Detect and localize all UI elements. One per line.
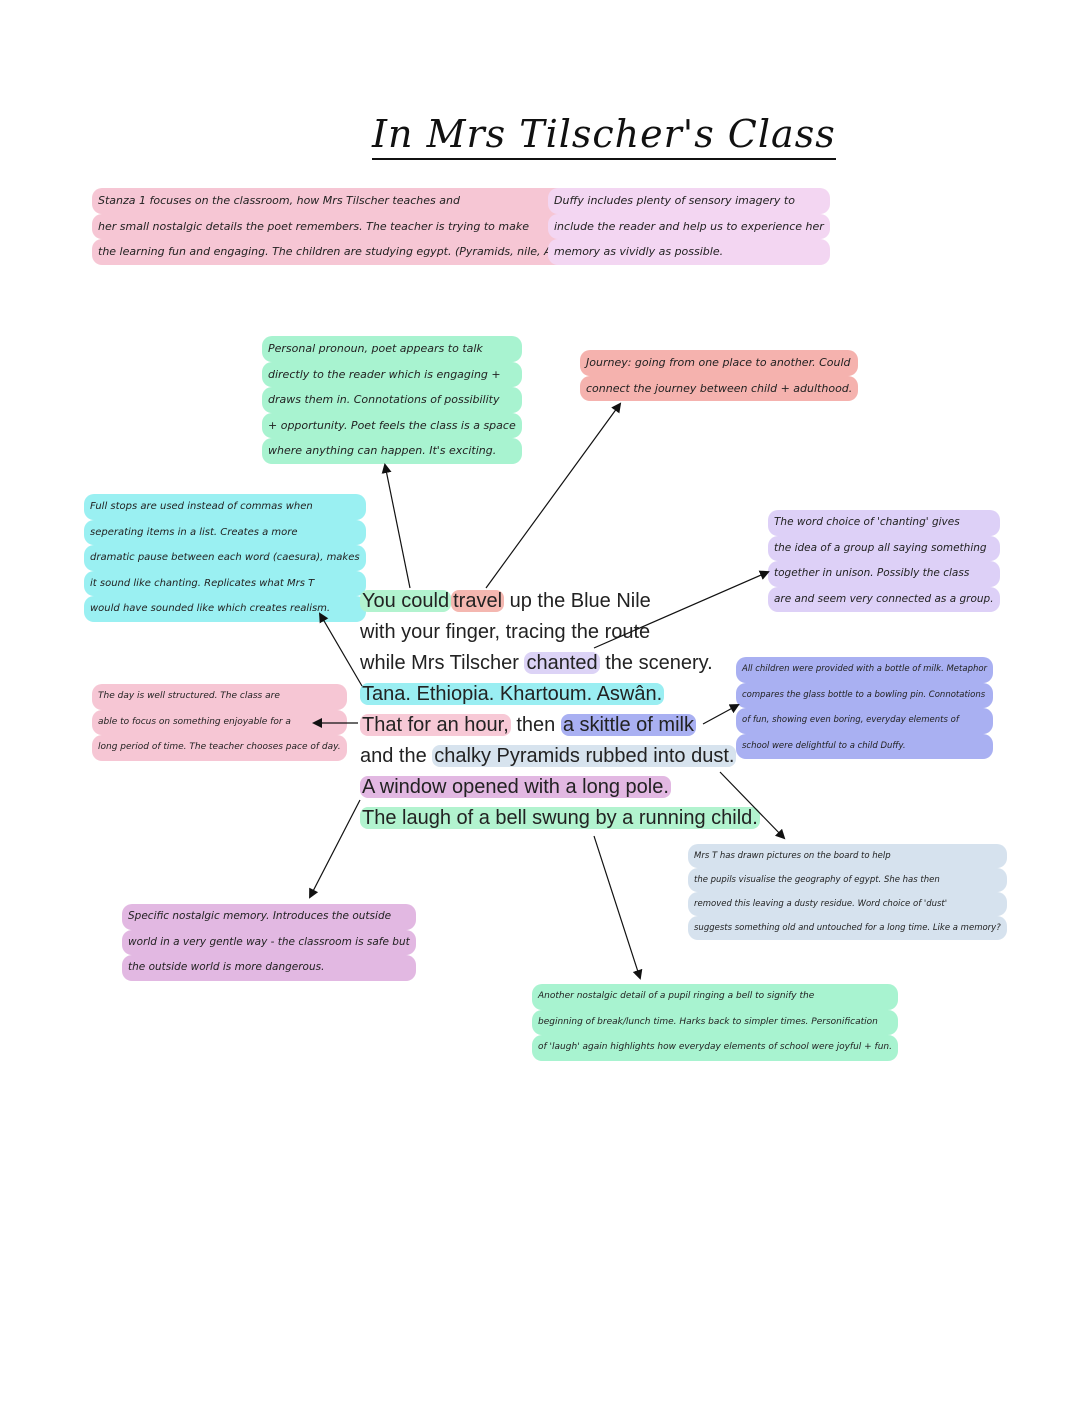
note-day-structured: The day is well structured. The class ar…: [92, 684, 347, 761]
note-line: world in a very gentle way - the classro…: [122, 929, 416, 955]
note-skittle-of-milk: All children were provided with a bottle…: [736, 657, 994, 759]
poem-line-8: The laugh of a bell swung by a running c…: [360, 803, 760, 834]
poem-line-2: with your finger, tracing the route: [360, 617, 760, 648]
note-line: draws them in. Connotations of possibili…: [262, 387, 522, 413]
note-line: All children were provided with a bottle…: [736, 657, 994, 683]
note-line: The day is well structured. The class ar…: [92, 684, 347, 710]
poem-text: the scenery.: [599, 652, 713, 674]
note-line: are and seem very connected as a group.: [768, 586, 1000, 612]
intro-note-left: Stanza 1 focuses on the classroom, how M…: [92, 188, 591, 265]
note-line: seperating items in a list. Creates a mo…: [84, 519, 366, 545]
note-bell: Another nostalgic detail of a pupil ring…: [532, 984, 898, 1061]
note-line: Another nostalgic detail of a pupil ring…: [532, 984, 898, 1010]
highlight-you-could: You could: [360, 590, 452, 612]
note-line: beginning of break/lunch time. Harks bac…: [532, 1009, 898, 1035]
note-line: Duffy includes plenty of sensory imagery…: [548, 188, 830, 214]
note-line: it sound like chanting. Replicates what …: [84, 570, 366, 596]
highlight-travel: travel: [451, 590, 505, 612]
note-line: of 'laugh' again highlights how everyday…: [532, 1035, 898, 1061]
note-nostalgic-memory: Specific nostalgic memory. Introduces th…: [122, 904, 416, 981]
note-journey: Journey: going from one place to another…: [580, 350, 859, 401]
note-board: Mrs T has drawn pictures on the board to…: [688, 844, 1007, 940]
page-title: In Mrs Tilscher's Class: [372, 112, 836, 160]
note-line: memory as vividly as possible.: [548, 239, 830, 265]
note-full-stops: Full stops are used instead of commas wh…: [84, 494, 366, 622]
highlight-skittle-of-milk: a skittle of milk: [560, 714, 696, 736]
note-line: Personal pronoun, poet appears to talk: [262, 336, 522, 362]
note-line: Stanza 1 focuses on the classroom, how M…: [92, 188, 591, 214]
note-line: compares the glass bottle to a bowling p…: [736, 682, 994, 708]
poem-text: up the Blue Nile: [504, 590, 651, 612]
arrow-to-full-stops: [318, 612, 363, 687]
highlight-bell: The laugh of a bell swung by a running c…: [360, 807, 760, 829]
note-line: able to focus on something enjoyable for…: [92, 709, 347, 735]
poem-line-5: That for an hour, then a skittle of milk: [360, 710, 760, 741]
arrow-to-chanting: [593, 570, 770, 649]
highlight-chalky-pyramids: chalky Pyramids rubbed into dust.: [432, 745, 737, 767]
note-line: include the reader and help us to experi…: [548, 213, 830, 239]
note-line: the outside world is more dangerous.: [122, 955, 416, 981]
arrow-to-memory: [309, 799, 361, 899]
poem-text: then: [510, 714, 561, 736]
highlight-window: A window opened with a long pole.: [360, 776, 671, 798]
note-line: removed this leaving a dusty residue. Wo…: [688, 892, 1007, 916]
note-line: Specific nostalgic memory. Introduces th…: [122, 904, 416, 930]
arrow-to-milk: [702, 704, 740, 725]
poem-line-4: Tana. Ethiopia. Khartoum. Aswân.: [360, 679, 760, 710]
poem-line-3: while Mrs Tilscher chanted the scenery.: [360, 648, 760, 679]
note-line: directly to the reader which is engaging…: [262, 361, 522, 387]
arrow-to-pronoun: [381, 463, 411, 589]
note-line: would have sounded like which creates re…: [84, 596, 366, 622]
note-line: + opportunity. Poet feels the class is a…: [262, 412, 522, 438]
arrow-to-journey: [485, 402, 622, 589]
note-line: Full stops are used instead of commas wh…: [84, 494, 366, 520]
note-line: the learning fun and engaging. The child…: [92, 239, 591, 265]
note-line: Journey: going from one place to another…: [580, 350, 859, 376]
note-line: of fun, showing even boring, everyday el…: [736, 708, 994, 734]
note-line: the idea of a group all saying something: [768, 535, 1000, 561]
poem-text: and the: [360, 745, 433, 767]
note-line: Mrs T has drawn pictures on the board to…: [688, 844, 1007, 868]
intro-note-right: Duffy includes plenty of sensory imagery…: [548, 188, 830, 265]
note-line: school were delightful to a child Duffy.: [736, 733, 994, 759]
poem-text: while Mrs Tilscher: [360, 652, 525, 674]
note-line: long period of time. The teacher chooses…: [92, 735, 347, 761]
note-chanting: The word choice of 'chanting' gives the …: [768, 510, 1000, 612]
arrow-to-bell: [593, 835, 643, 980]
note-line: where anything can happen. It's exciting…: [262, 438, 522, 464]
highlight-for-an-hour: That for an hour,: [360, 714, 511, 736]
arrow-to-board: [719, 771, 786, 840]
poem-line-7: A window opened with a long pole.: [360, 772, 760, 803]
highlight-chanted: chanted: [524, 652, 600, 674]
note-line: her small nostalgic details the poet rem…: [92, 213, 591, 239]
note-line: together in unison. Possibly the class: [768, 561, 1000, 587]
highlight-place-names: Tana. Ethiopia. Khartoum. Aswân.: [360, 683, 665, 705]
note-line: The word choice of 'chanting' gives: [768, 510, 1000, 536]
note-line: the pupils visualise the geography of eg…: [688, 868, 1007, 892]
note-line: connect the journey between child + adul…: [580, 375, 859, 401]
note-line: dramatic pause between each word (caesur…: [84, 545, 366, 571]
poem-text: with your finger, tracing the route: [360, 621, 651, 643]
note-personal-pronoun: Personal pronoun, poet appears to talk d…: [262, 336, 522, 464]
note-line: suggests something old and untouched for…: [688, 916, 1007, 940]
poem-line-6: and the chalky Pyramids rubbed into dust…: [360, 741, 760, 772]
